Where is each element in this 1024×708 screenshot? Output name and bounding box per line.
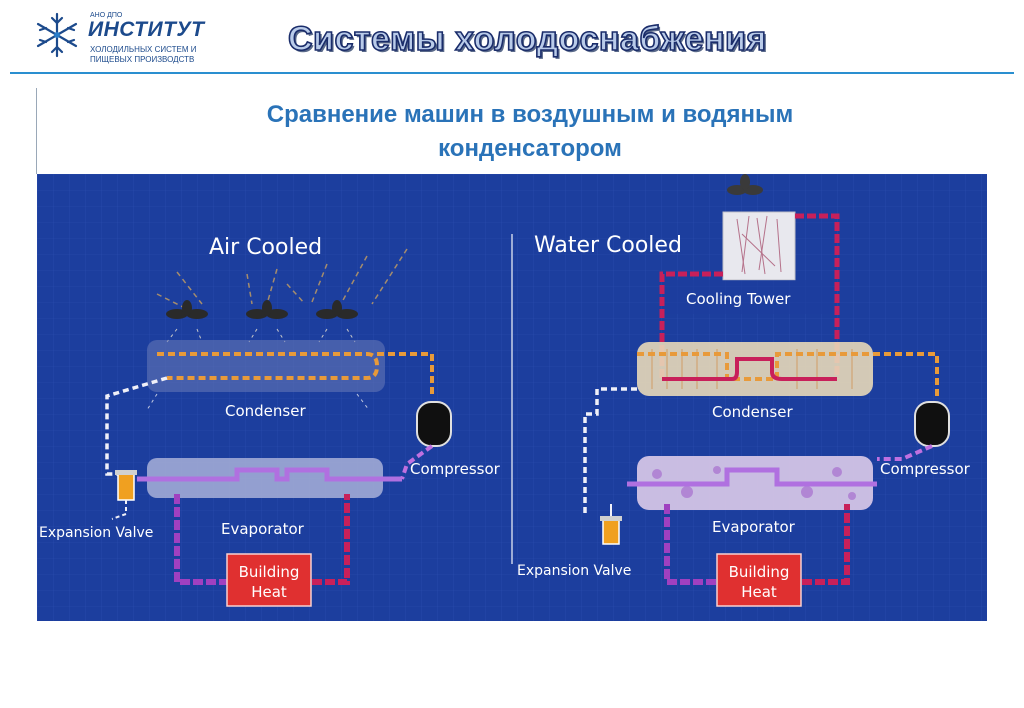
water-condenser-box bbox=[637, 342, 873, 396]
water-evaporator-coil bbox=[627, 467, 877, 487]
page-header-title: Системы холодоснабжения bbox=[287, 19, 767, 59]
logo-small-text: АНО ДПО bbox=[90, 12, 123, 19]
water-building-heat-box bbox=[716, 553, 802, 607]
water-building-heat-line2: Heat bbox=[741, 583, 777, 601]
cooling-tower-spray bbox=[736, 215, 782, 275]
air-expansion-valve-label: Expansion Valve bbox=[39, 525, 153, 541]
air-condenser-label: Condenser bbox=[225, 402, 306, 420]
air-cooled-section: Air Cooled bbox=[39, 235, 501, 607]
airflow-lines bbox=[156, 248, 408, 310]
water-condenser-coil bbox=[637, 352, 939, 399]
slide-subtitle: Сравнение машин в воздушным и водяным ко… bbox=[100, 98, 960, 166]
air-building-heat-box bbox=[226, 553, 312, 607]
air-building-heat-line1: Building bbox=[239, 563, 300, 581]
air-expansion-valve-icon bbox=[117, 471, 135, 501]
air-evaporator-coil bbox=[137, 467, 402, 482]
air-condenser-box bbox=[147, 340, 385, 392]
subtitle-line2: конденсатором bbox=[438, 135, 622, 162]
snowflake-icon bbox=[36, 12, 78, 58]
air-condenser-coil bbox=[157, 352, 380, 380]
institute-logo: АНО ДПО ИНСТИТУТ ХОЛОДИЛЬНЫХ СИСТЕМ И ПИ… bbox=[30, 10, 220, 64]
air-building-heat-line2: Heat bbox=[251, 583, 287, 601]
water-compressor-label: Compressor bbox=[880, 460, 971, 478]
air-compressor-icon bbox=[416, 401, 452, 447]
logo-main-text: ИНСТИТУТ bbox=[88, 18, 205, 41]
fan-icon bbox=[166, 300, 208, 319]
water-building-heat-line1: Building bbox=[729, 563, 790, 581]
cooling-tower-fan-icon bbox=[727, 174, 763, 195]
fan-air-lines bbox=[166, 328, 356, 343]
fan-icon bbox=[246, 300, 288, 319]
condenser-comparison-diagram: Air Cooled bbox=[37, 174, 987, 621]
subtitle-line1: Сравнение машин в воздушным и водяным bbox=[266, 101, 794, 128]
logo-subtitle-line2: ПИЩЕВЫХ ПРОИЗВОДСТВ bbox=[90, 55, 195, 64]
water-cooled-section: Water Cooled Cooling Tower Condenser Co bbox=[517, 174, 971, 607]
air-evaporator-label: Evaporator bbox=[221, 520, 305, 538]
header-divider bbox=[10, 72, 1014, 74]
air-cooled-title: Air Cooled bbox=[209, 235, 322, 260]
air-compressor-label: Compressor bbox=[410, 460, 501, 478]
water-expansion-valve-icon bbox=[602, 517, 620, 545]
water-cooled-title: Water Cooled bbox=[534, 233, 682, 258]
fan-icon bbox=[316, 300, 358, 319]
water-evaporator-label: Evaporator bbox=[712, 518, 796, 536]
water-compressor-icon bbox=[914, 401, 950, 447]
cooling-tower-label: Cooling Tower bbox=[686, 290, 791, 308]
left-border-line bbox=[36, 88, 37, 174]
water-expansion-valve-label: Expansion Valve bbox=[517, 563, 631, 579]
fan-icons bbox=[166, 300, 358, 319]
water-condenser-label: Condenser bbox=[712, 403, 793, 421]
logo-subtitle-line1: ХОЛОДИЛЬНЫХ СИСТЕМ И bbox=[90, 45, 197, 54]
water-evaporator-box bbox=[637, 456, 873, 510]
